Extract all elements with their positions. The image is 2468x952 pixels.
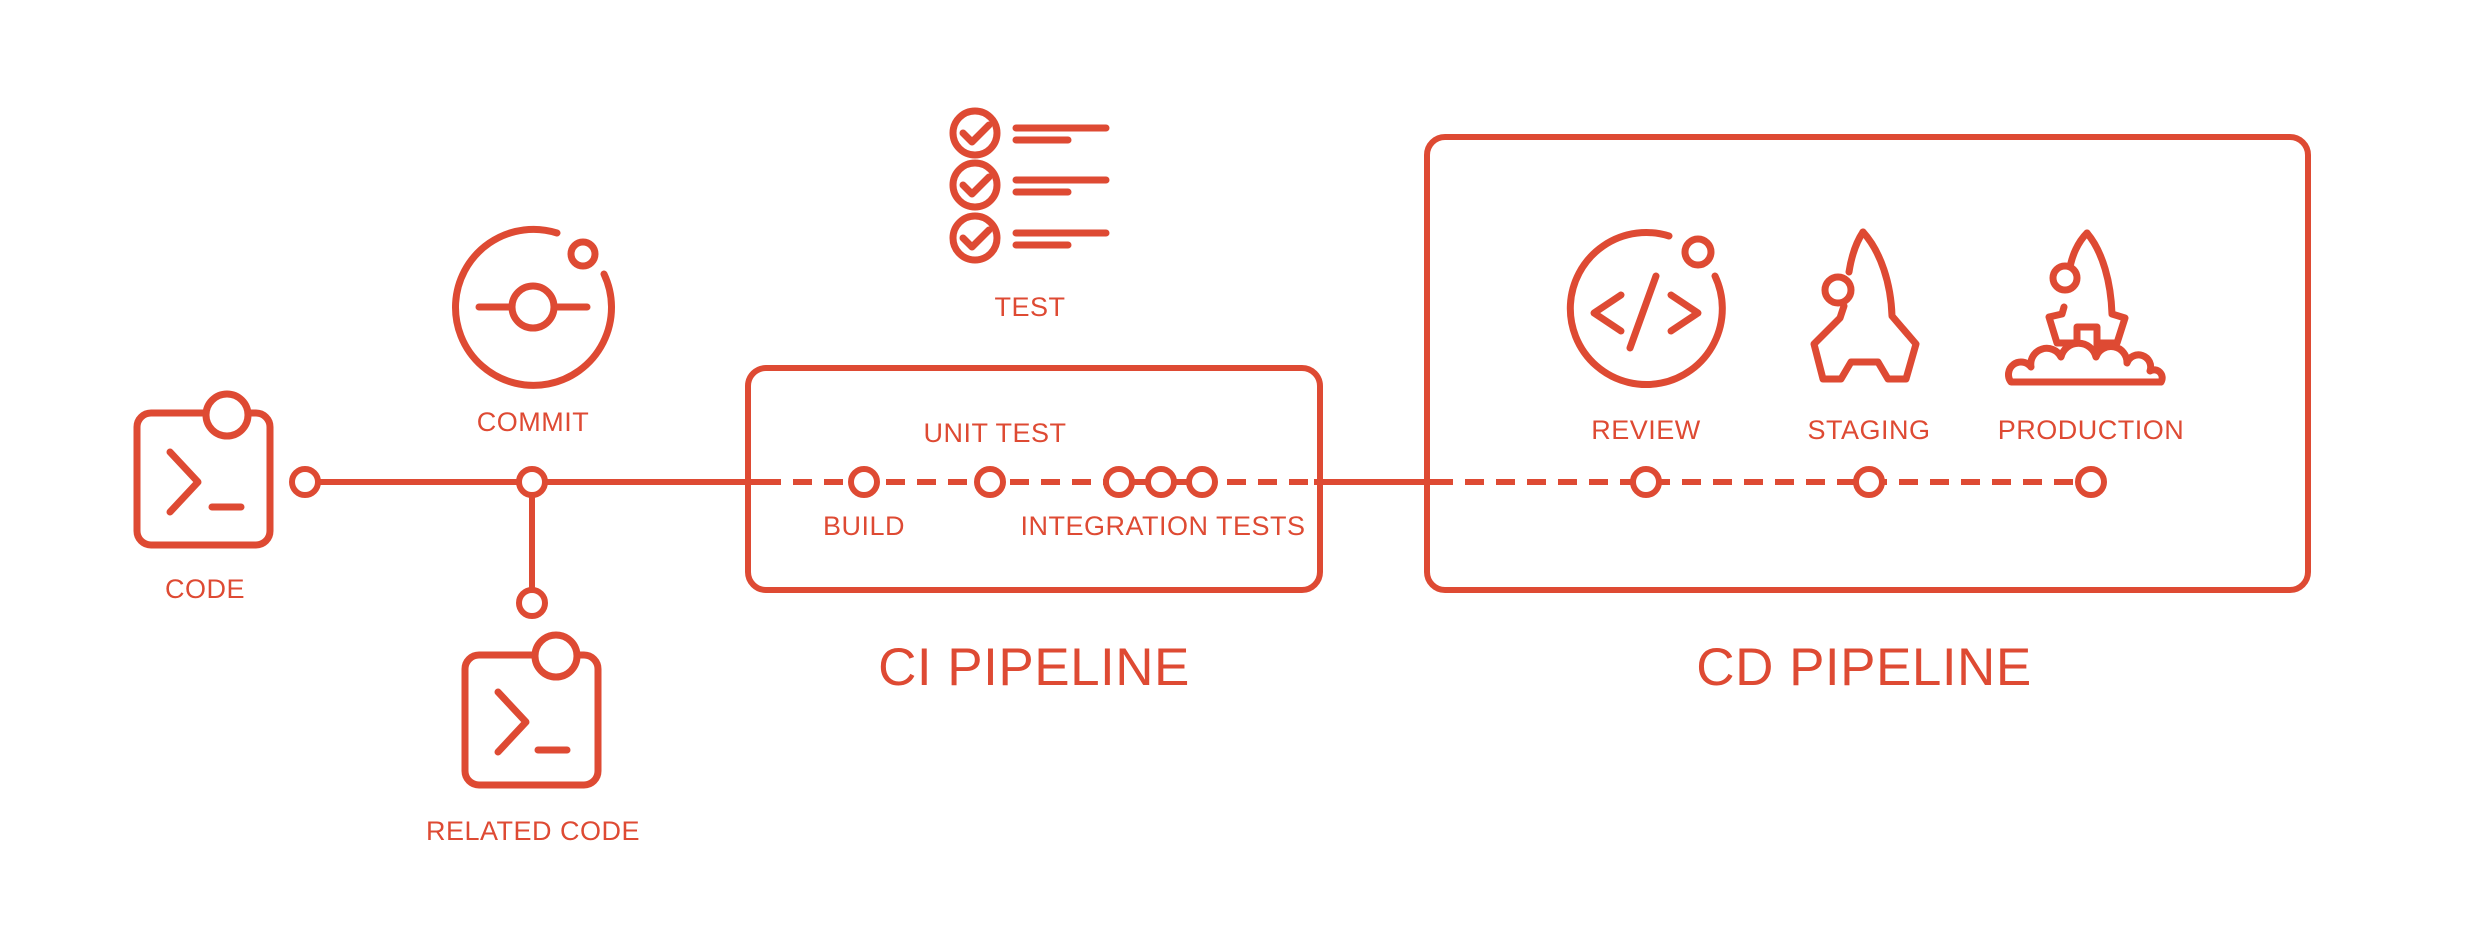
build-label: BUILD [823, 511, 905, 541]
smoke-cloud [2005, 339, 2166, 386]
build-node [848, 466, 880, 498]
commit-node [516, 466, 548, 498]
code-label: CODE [165, 574, 245, 604]
git-commit-icon [452, 225, 615, 389]
cd-pipeline-caption: CD PIPELINE [1696, 638, 2031, 697]
rocket-launch-icon [2005, 229, 2166, 386]
staging-label: STAGING [1807, 415, 1930, 445]
ci-pipeline-box [745, 365, 1323, 593]
related-code-node [516, 587, 548, 619]
integration-test-node [1103, 466, 1135, 498]
unit-test-node [974, 466, 1006, 498]
checklist-row [949, 212, 1110, 264]
integration-test-node [1186, 466, 1218, 498]
review-node [1630, 466, 1662, 498]
unit-test-label: UNIT TEST [923, 418, 1066, 448]
integration-tests-label: INTEGRATION TESTS [1020, 511, 1305, 541]
test-label: TEST [994, 292, 1065, 322]
terminal-window-icon [133, 390, 274, 549]
terminal-window-icon [461, 631, 602, 789]
review-label: REVIEW [1591, 415, 1701, 445]
ci-pipeline-caption: CI PIPELINE [878, 638, 1190, 697]
production-label: PRODUCTION [1998, 415, 2185, 445]
related-code-label: RELATED CODE [426, 816, 640, 846]
production-node [2075, 466, 2107, 498]
checklist-row [949, 159, 1110, 211]
start-node [289, 466, 321, 498]
checklist-row [949, 107, 1110, 159]
pipeline-nodes [289, 466, 2107, 619]
staging-node [1853, 466, 1885, 498]
integration-test-node [1145, 466, 1177, 498]
code-review-icon [1566, 229, 1726, 388]
rocket-icon [1810, 228, 1920, 383]
checklist-icon [949, 107, 1110, 264]
commit-label: COMMIT [477, 407, 589, 437]
cd-pipeline-box [1424, 134, 2311, 593]
pipeline-wire [305, 479, 2091, 603]
